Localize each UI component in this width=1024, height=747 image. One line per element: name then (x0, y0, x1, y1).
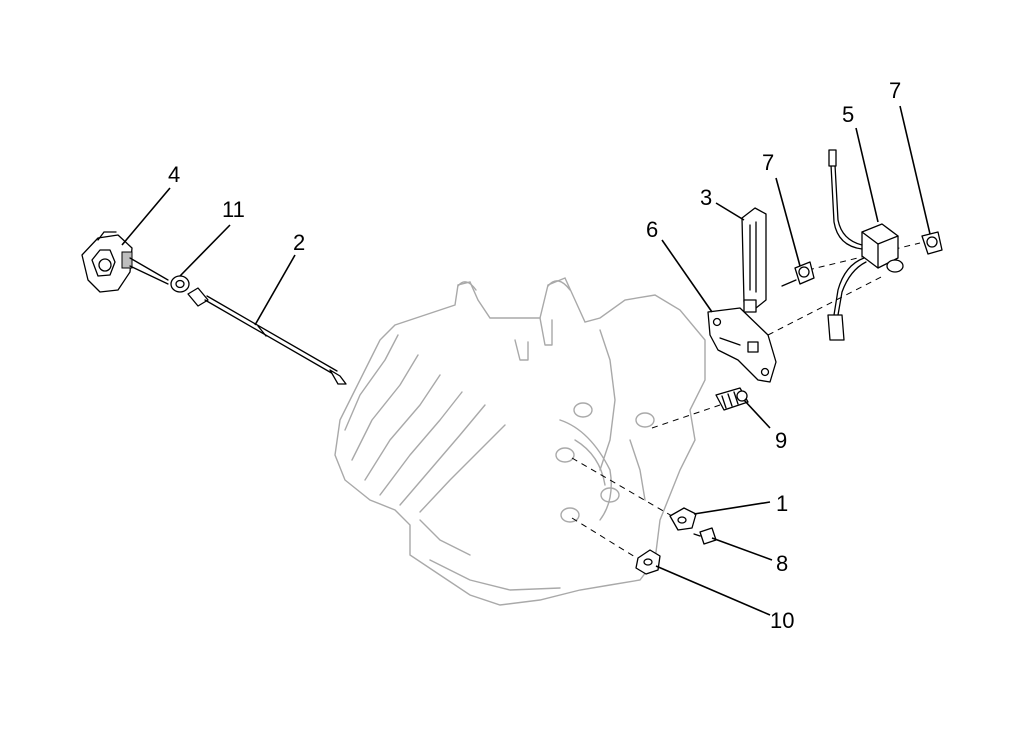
callout-numbers: 4 11 2 3 7 6 5 7 9 1 8 10 (168, 78, 901, 633)
part-2-cable (187, 287, 347, 385)
part-5-module (827, 149, 904, 341)
callout-1: 1 (776, 491, 788, 516)
part-3-bracket (741, 207, 767, 313)
part-10-nut (635, 549, 661, 575)
part-9-stud (715, 387, 749, 411)
callout-5: 5 (842, 102, 854, 127)
part-11-washer (170, 275, 190, 293)
part-8-bolt (693, 527, 717, 545)
callout-3: 3 (700, 185, 712, 210)
part-1-clip (669, 507, 697, 531)
callout-7-right: 7 (889, 78, 901, 103)
part-6-mounting-plate (707, 307, 777, 383)
callout-6: 6 (646, 217, 658, 242)
callout-11: 11 (222, 197, 245, 222)
callout-2: 2 (293, 230, 305, 255)
callout-4: 4 (168, 162, 180, 187)
part-7-bolt-right (921, 231, 943, 255)
callout-9: 9 (775, 428, 787, 453)
part-4-switch-assembly (81, 231, 169, 293)
engine-block-outline (334, 277, 706, 606)
part-7-bolt-left (781, 261, 815, 287)
callout-7-left: 7 (762, 150, 774, 175)
callout-8: 8 (776, 551, 788, 576)
leader-lines (121, 105, 931, 616)
callout-10: 10 (770, 608, 794, 633)
